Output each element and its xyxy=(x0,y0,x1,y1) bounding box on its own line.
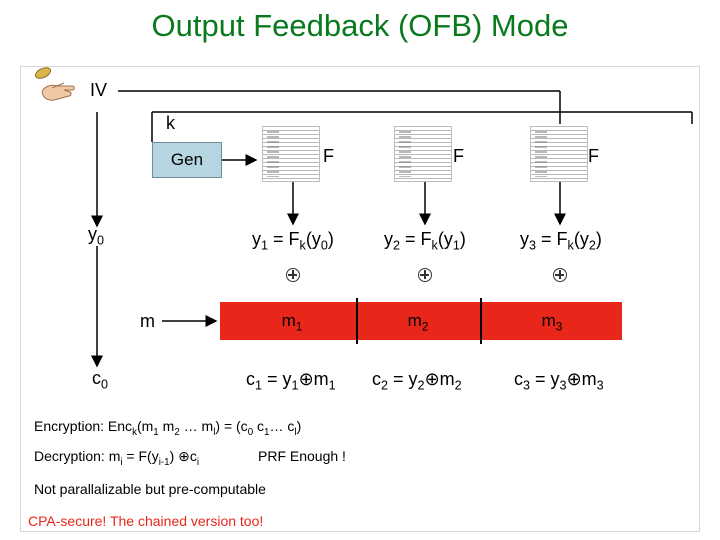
iv-label: IV xyxy=(90,80,108,100)
y1-equation: y1 = Fk(y0) xyxy=(252,229,334,253)
message-block-3: m3 xyxy=(541,311,563,334)
prf-label-1: F xyxy=(323,146,334,166)
y0-label: y0 xyxy=(88,224,105,248)
gen-box: Gen xyxy=(152,142,222,178)
prf-enough-note: PRF Enough ! xyxy=(258,448,346,464)
prf-box-2 xyxy=(394,126,452,182)
encryption-note: Encryption: Enck(m1 m2 … ml) = (c0 c1… c… xyxy=(34,418,302,438)
message-block-2: m2 xyxy=(407,311,429,334)
decryption-note: Decryption: mi = F(yi-1) ⊕ci xyxy=(34,448,200,468)
gen-label: Gen xyxy=(170,150,204,169)
coin-flip-hand-icon xyxy=(34,62,80,108)
message-bar xyxy=(220,302,622,340)
c2-equation: c2 = y2⊕m2 xyxy=(372,369,462,393)
xor-icon-3 xyxy=(553,268,567,282)
prf-label-2: F xyxy=(453,146,464,166)
message-separator-1 xyxy=(356,298,358,344)
c3-equation: c3 = y3⊕m3 xyxy=(514,369,604,393)
prf-box-3 xyxy=(530,126,588,182)
y3-equation: y3 = Fk(y2) xyxy=(520,229,602,253)
message-label: m xyxy=(140,311,155,331)
cpa-note: CPA-secure! The chained version too! xyxy=(28,513,264,529)
prf-box-1 xyxy=(262,126,320,182)
message-separator-2 xyxy=(480,298,482,344)
xor-icon-1 xyxy=(286,268,300,282)
prf-label-3: F xyxy=(588,146,599,166)
content-frame xyxy=(20,66,700,532)
y2-equation: y2 = Fk(y1) xyxy=(384,229,466,253)
c0-label: c0 xyxy=(92,368,109,392)
message-block-1: m1 xyxy=(281,311,303,334)
c1-equation: c1 = y1⊕m1 xyxy=(246,369,336,393)
xor-icon-2 xyxy=(418,268,432,282)
parallel-note: Not parallalizable but pre-computable xyxy=(34,481,266,497)
key-label: k xyxy=(166,113,175,133)
page-title: Output Feedback (OFB) Mode xyxy=(151,8,569,43)
